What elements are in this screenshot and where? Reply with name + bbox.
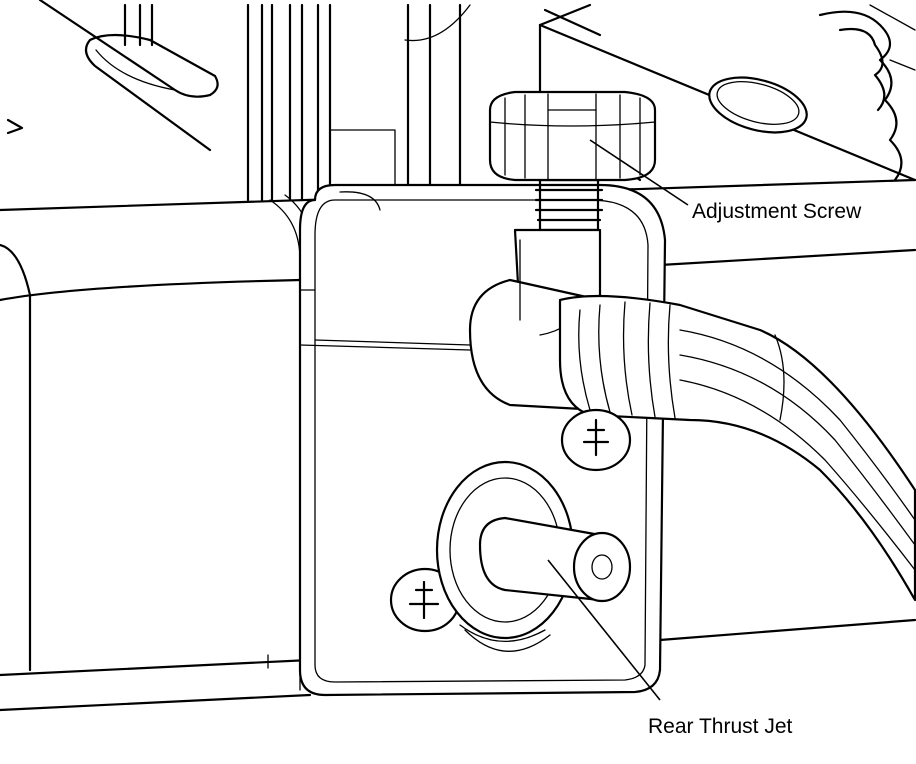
adjustment-screw-label: Adjustment Screw (692, 200, 862, 223)
rear-thrust-jet (435, 460, 632, 652)
callout-adjustment-screw: Adjustment Screw (589, 139, 862, 223)
angled-hose (558, 294, 916, 602)
background-machinery (6, 0, 916, 202)
rear-thrust-jet-label: Rear Thrust Jet (648, 715, 792, 738)
leader-line (589, 139, 689, 206)
adjustment-screw (488, 90, 657, 234)
leader-line (547, 559, 661, 701)
phillips-screw-upper (560, 408, 632, 472)
callout-rear-thrust-jet: Rear Thrust Jet (547, 559, 792, 738)
